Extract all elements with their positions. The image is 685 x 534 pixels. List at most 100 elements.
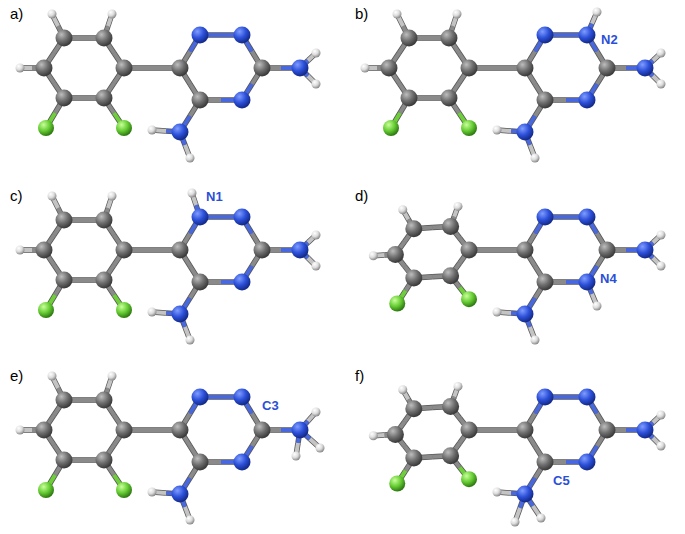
atom-ball: [517, 486, 534, 503]
molecule: [369, 202, 666, 345]
atom-ball: [401, 90, 418, 107]
atom-ball: [461, 60, 478, 77]
atom-ball: [442, 398, 459, 415]
atom-label: N4: [600, 271, 617, 287]
atom-ball: [657, 442, 666, 451]
atom-ball: [599, 60, 616, 77]
atom-ball: [657, 262, 666, 271]
atom-ball: [461, 242, 478, 259]
atom-ball: [234, 92, 251, 109]
atom-ball: [441, 90, 458, 107]
atom-ball: [172, 60, 189, 77]
atom-ball: [637, 242, 654, 259]
panel-label: b): [355, 6, 368, 22]
atom-ball: [56, 30, 73, 47]
atom-ball: [579, 454, 596, 471]
molecule: [16, 372, 325, 525]
atom-ball: [96, 452, 113, 469]
atom-ball: [593, 302, 602, 311]
atom-ball: [48, 192, 57, 201]
atom-ball: [36, 242, 53, 259]
atom-ball: [312, 49, 321, 58]
atom-ball: [599, 422, 616, 439]
atom-ball: [108, 192, 117, 201]
atom-ball: [234, 454, 251, 471]
atom-ball: [461, 422, 478, 439]
atom-ball: [537, 389, 554, 406]
atom-ball: [493, 308, 502, 317]
atom-ball: [517, 422, 534, 439]
atom-ball: [393, 10, 402, 19]
atom-ball: [48, 372, 57, 381]
atom-ball: [537, 27, 554, 44]
atom-ball: [96, 30, 113, 47]
atom-ball: [389, 476, 405, 492]
atom-ball: [38, 302, 54, 318]
atom-ball: [579, 274, 596, 291]
atom-ball: [537, 274, 554, 291]
atom-ball: [389, 296, 405, 312]
atom-ball: [38, 120, 54, 136]
atom-ball: [172, 422, 189, 439]
atom-ball: [172, 124, 189, 141]
atom-ball: [312, 231, 321, 240]
atom-ball: [637, 60, 654, 77]
atom-ball: [461, 471, 477, 487]
panel-label: c): [10, 188, 23, 204]
atom-ball: [398, 385, 407, 394]
atom-ball: [657, 411, 666, 420]
atom-ball: [537, 454, 554, 471]
atom-ball: [369, 431, 378, 440]
atom-ball: [188, 189, 197, 198]
atom-label: N1: [206, 189, 223, 205]
atom-ball: [537, 209, 554, 226]
atom-ball: [254, 242, 271, 259]
atom-ball: [405, 400, 422, 417]
atom-ball: [192, 92, 209, 109]
atom-label: C5: [553, 473, 570, 489]
atom-ball: [453, 10, 462, 19]
atom-ball: [96, 212, 113, 229]
atom-ball: [312, 408, 321, 417]
atom-ball: [192, 209, 209, 226]
atom-ball: [38, 482, 54, 498]
atom-ball: [56, 272, 73, 289]
atom-ball: [292, 422, 309, 439]
atom-ball: [531, 336, 540, 345]
atom-label: C3: [262, 398, 279, 414]
atom-ball: [234, 274, 251, 291]
atom-ball: [312, 80, 321, 89]
atom-ball: [579, 92, 596, 109]
atom-ball: [56, 392, 73, 409]
atom-ball: [96, 90, 113, 107]
atom-ball: [381, 60, 398, 77]
atom-ball: [186, 154, 195, 163]
atom-ball: [593, 8, 602, 17]
atom-ball: [387, 426, 404, 443]
atom-ball: [36, 60, 53, 77]
atom-ball: [453, 202, 462, 211]
atom-ball: [148, 488, 157, 497]
atom-ball: [579, 27, 596, 44]
atom-ball: [531, 154, 540, 163]
atom-ball: [657, 80, 666, 89]
atom-ball: [493, 488, 502, 497]
atom-ball: [517, 60, 534, 77]
atom-ball: [192, 27, 209, 44]
atom-ball: [405, 220, 422, 237]
panel-label: d): [355, 188, 368, 204]
atom-ball: [116, 422, 133, 439]
atom-ball: [657, 231, 666, 240]
atom-ball: [172, 486, 189, 503]
atom-ball: [234, 389, 251, 406]
atom-ball: [186, 516, 195, 525]
atom-ball: [172, 242, 189, 259]
atom-ball: [579, 389, 596, 406]
atom-ball: [517, 124, 534, 141]
atom-ball: [292, 242, 309, 259]
atom-ball: [254, 60, 271, 77]
atom-ball: [442, 218, 459, 235]
atom-ball: [442, 267, 459, 284]
atom-ball: [453, 382, 462, 391]
